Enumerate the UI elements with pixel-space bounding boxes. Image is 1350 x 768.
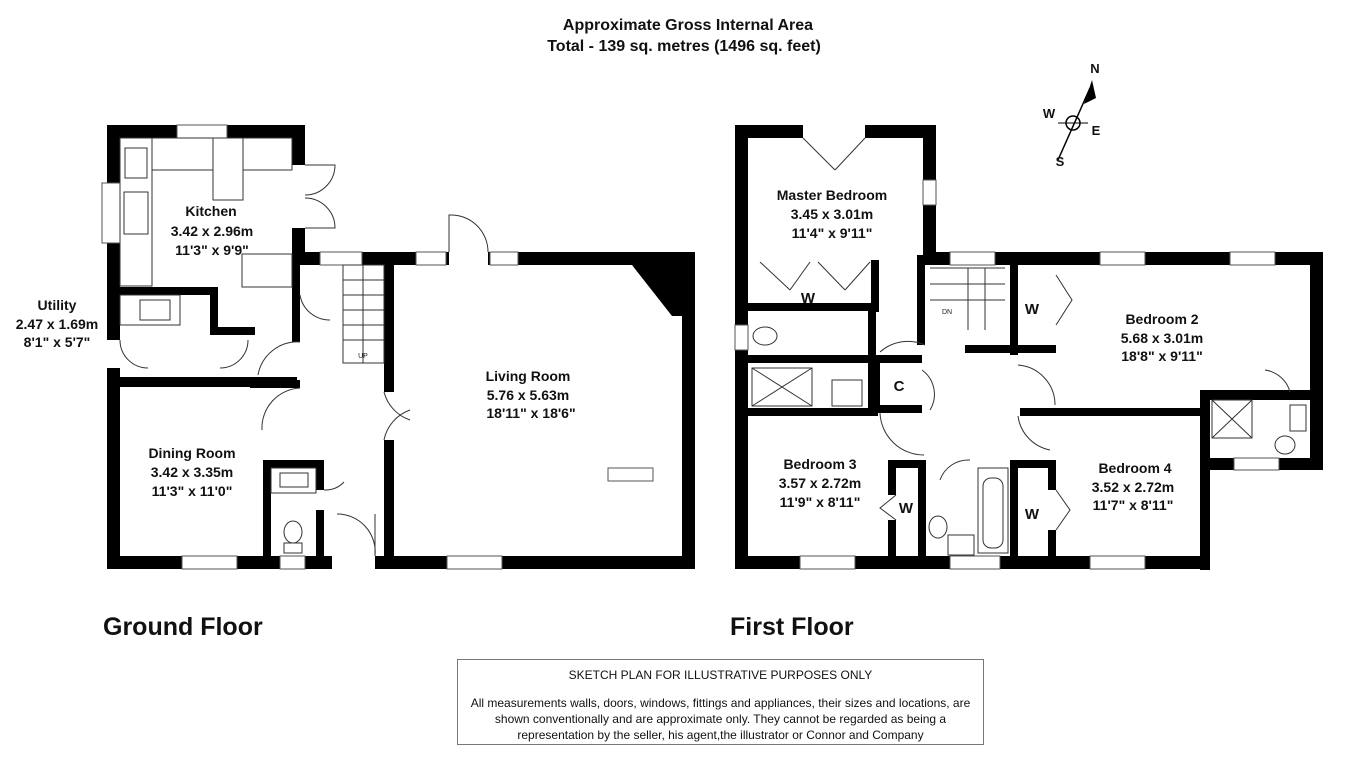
compass-south: S bbox=[1056, 154, 1065, 169]
living-name: Living Room bbox=[486, 368, 571, 384]
stairs-up-label: UP bbox=[358, 353, 368, 360]
master-imperial: 11'4" x 9'11" bbox=[792, 225, 873, 241]
first-floor-label: First Floor bbox=[730, 613, 854, 641]
bed4-metric: 3.52 x 2.72m bbox=[1092, 479, 1175, 495]
dining-name: Dining Room bbox=[148, 445, 235, 461]
wc-fittings bbox=[270, 467, 317, 554]
stairs-ground: UP bbox=[342, 264, 385, 364]
kitchen-imperial: 11'3" x 9'9" bbox=[175, 242, 249, 258]
area-title: Approximate Gross Internal Area bbox=[563, 17, 813, 34]
kitchen-name: Kitchen bbox=[185, 203, 236, 219]
first-floor-windows bbox=[734, 179, 1280, 570]
bed4-imperial: 11'7" x 8'11" bbox=[1093, 497, 1174, 513]
area-total: Total - 139 sq. metres (1496 sq. feet) bbox=[547, 38, 821, 55]
bed4-name: Bedroom 4 bbox=[1098, 460, 1171, 476]
utility-name: Utility bbox=[38, 297, 77, 313]
compass-west: W bbox=[1043, 106, 1056, 121]
compass-north: N bbox=[1090, 61, 1099, 76]
ground-floor-walls bbox=[107, 125, 695, 569]
wardrobe-bed4-label: W bbox=[1025, 506, 1040, 523]
wardrobe-bed3-label: W bbox=[899, 500, 914, 517]
disclaimer-body: All measurements walls, doors, windows, … bbox=[470, 696, 971, 742]
ground-floor-doors bbox=[119, 164, 489, 557]
bed2-imperial: 18'8" x 9'11" bbox=[1121, 348, 1202, 364]
living-metric: 5.76 x 5.63m bbox=[487, 387, 570, 403]
living-imperial: 18'11" x 18'6" bbox=[486, 405, 575, 421]
bed2-metric: 5.68 x 3.01m bbox=[1121, 330, 1204, 346]
bed3-imperial: 11'9" x 8'11" bbox=[780, 494, 861, 510]
disclaimer-box: SKETCH PLAN FOR ILLUSTRATIVE PURPOSES ON… bbox=[457, 659, 984, 745]
bathroom-fittings bbox=[751, 326, 1307, 556]
stairs-first: DN bbox=[930, 267, 1005, 330]
dining-imperial: 11'3" x 11'0" bbox=[152, 483, 233, 499]
kitchen-metric: 3.42 x 2.96m bbox=[171, 223, 254, 239]
wardrobe-master-label: W bbox=[801, 290, 816, 307]
bed3-metric: 3.57 x 2.72m bbox=[779, 475, 862, 491]
cupboard-label: C bbox=[894, 378, 905, 395]
disclaimer-heading: SKETCH PLAN FOR ILLUSTRATIVE PURPOSES ON… bbox=[568, 668, 873, 682]
utility-imperial: 8'1" x 5'7" bbox=[24, 334, 91, 350]
compass-rose: N E S W bbox=[1043, 61, 1101, 169]
ground-floor-label: Ground Floor bbox=[103, 613, 263, 641]
bed3-name: Bedroom 3 bbox=[783, 456, 856, 472]
dining-metric: 3.42 x 3.35m bbox=[151, 464, 234, 480]
wardrobe-bed2-label: W bbox=[1025, 301, 1040, 318]
master-name: Master Bedroom bbox=[777, 187, 887, 203]
ground-floor-windows bbox=[101, 124, 654, 570]
bed2-name: Bedroom 2 bbox=[1125, 311, 1198, 327]
master-metric: 3.45 x 3.01m bbox=[791, 206, 874, 222]
stairs-down-label: DN bbox=[942, 309, 952, 316]
kitchen-fittings bbox=[119, 137, 293, 326]
first-floor-doors bbox=[759, 137, 1291, 531]
utility-metric: 2.47 x 1.69m bbox=[16, 316, 99, 332]
compass-east: E bbox=[1092, 123, 1101, 138]
